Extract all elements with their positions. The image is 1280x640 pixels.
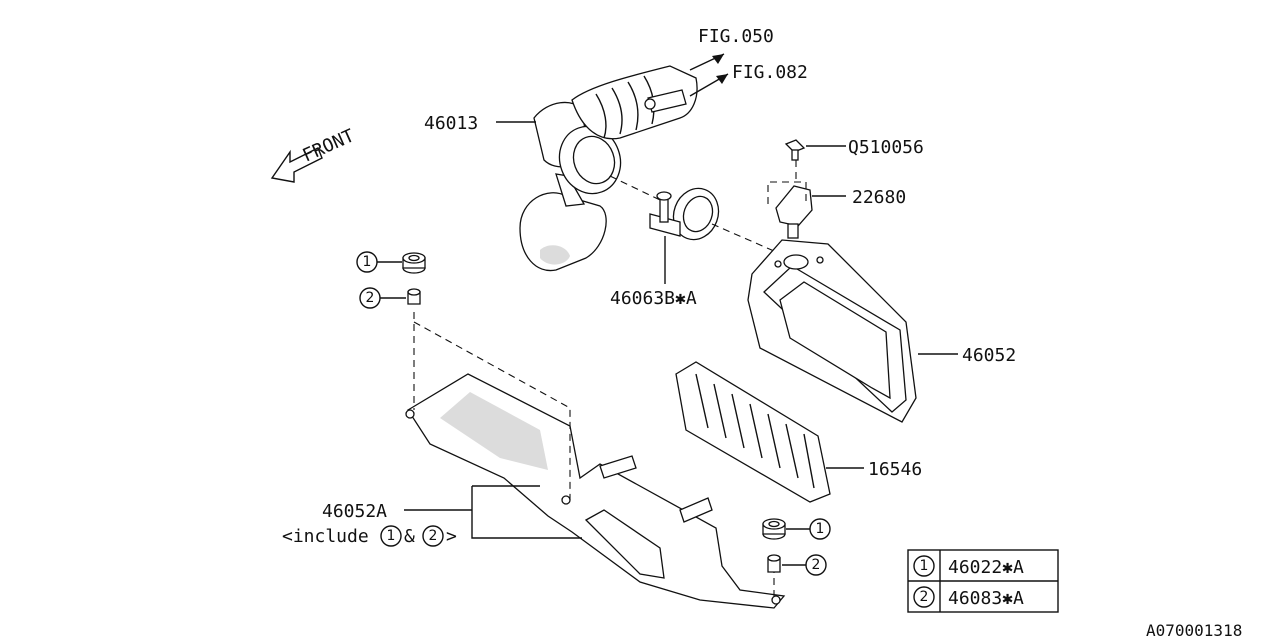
callout-1-right-text: 1 [816, 521, 825, 537]
include-note-suffix: > [446, 526, 457, 547]
label-46052: 46052 [962, 345, 1016, 366]
callout-2-left-text: 2 [366, 290, 375, 306]
label-46052a: 46052A [322, 501, 387, 522]
label-q510056: Q510056 [848, 137, 924, 158]
include-callout-1 [380, 525, 402, 547]
include-callout-2 [422, 525, 444, 547]
legend-part-1: 46022✱A [948, 557, 1024, 578]
label-46063b: 46063B✱A [610, 288, 697, 309]
label-fig050: FIG.050 [698, 26, 774, 47]
dash-clamp-to-case [711, 223, 791, 259]
arrowhead-fig082-icon [716, 74, 728, 84]
drawing-id: A070001318 [1146, 621, 1242, 640]
legend-key-2 [913, 586, 935, 608]
air-filter-16546[interactable] [675, 361, 831, 503]
grommet-1-left[interactable] [402, 252, 426, 274]
clamp-46063b[interactable] [649, 182, 726, 246]
include-note-amp: & [404, 526, 415, 547]
callout-2-right-text: 2 [812, 557, 821, 573]
collar-2-right[interactable] [767, 554, 781, 573]
label-22680: 22680 [852, 187, 906, 208]
dash-sensor-bracket [767, 181, 807, 204]
front-arrow-icon [270, 147, 323, 183]
front-label: FRONT [299, 125, 357, 166]
include-note-prefix: <include [282, 526, 369, 547]
legend-key-2-text: 2 [920, 589, 929, 605]
legend-part-2: 46083✱A [948, 588, 1024, 609]
legend-key-1 [913, 555, 935, 577]
collar-2-left[interactable] [407, 288, 421, 305]
callout-1-left-text: 1 [363, 254, 372, 270]
lower-case-46052a[interactable] [405, 373, 786, 609]
grommet-1-right[interactable] [762, 518, 786, 540]
callout-1-right [809, 518, 831, 540]
air-cleaner-case-46052[interactable] [747, 239, 917, 423]
legend-table: 1 46022✱A 2 46083✱A [907, 549, 1059, 613]
label-fig082: FIG.082 [732, 62, 808, 83]
intake-duct-46013[interactable] [519, 65, 698, 272]
legend-key-1-text: 1 [920, 558, 929, 574]
arrowhead-fig050-icon [712, 54, 724, 64]
include-callout-2-text: 2 [429, 528, 438, 544]
include-callout-1-text: 1 [387, 528, 396, 544]
callout-2-right [805, 554, 827, 576]
bracket-46052a [471, 486, 582, 539]
dash-clamp-to-duct [609, 175, 661, 201]
label-46013: 46013 [424, 113, 478, 134]
bolt-q510056[interactable] [784, 139, 806, 161]
label-16546: 16546 [868, 459, 922, 480]
sensor-22680[interactable] [775, 185, 813, 239]
